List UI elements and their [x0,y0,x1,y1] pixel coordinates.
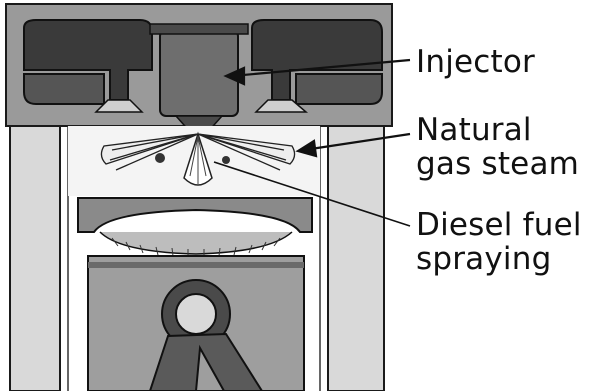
diesel-label: Diesel fuel spraying [416,208,582,276]
piston-crown [78,198,312,232]
gas-droplet [155,153,165,163]
injector-body [160,30,238,116]
natural-gas-label: Natural gas steam [416,113,579,181]
injector-label: Injector [416,45,535,79]
injector-collar [150,24,248,34]
cylinder-wall-right [328,126,384,391]
left-port-lower [24,74,104,104]
piston-bowl [100,232,292,254]
wrist-pin-inner [176,294,216,334]
piston-ring [88,262,304,268]
right-port-lower [296,74,382,104]
gas-droplet [222,156,230,164]
cylinder-wall-left [10,126,60,391]
